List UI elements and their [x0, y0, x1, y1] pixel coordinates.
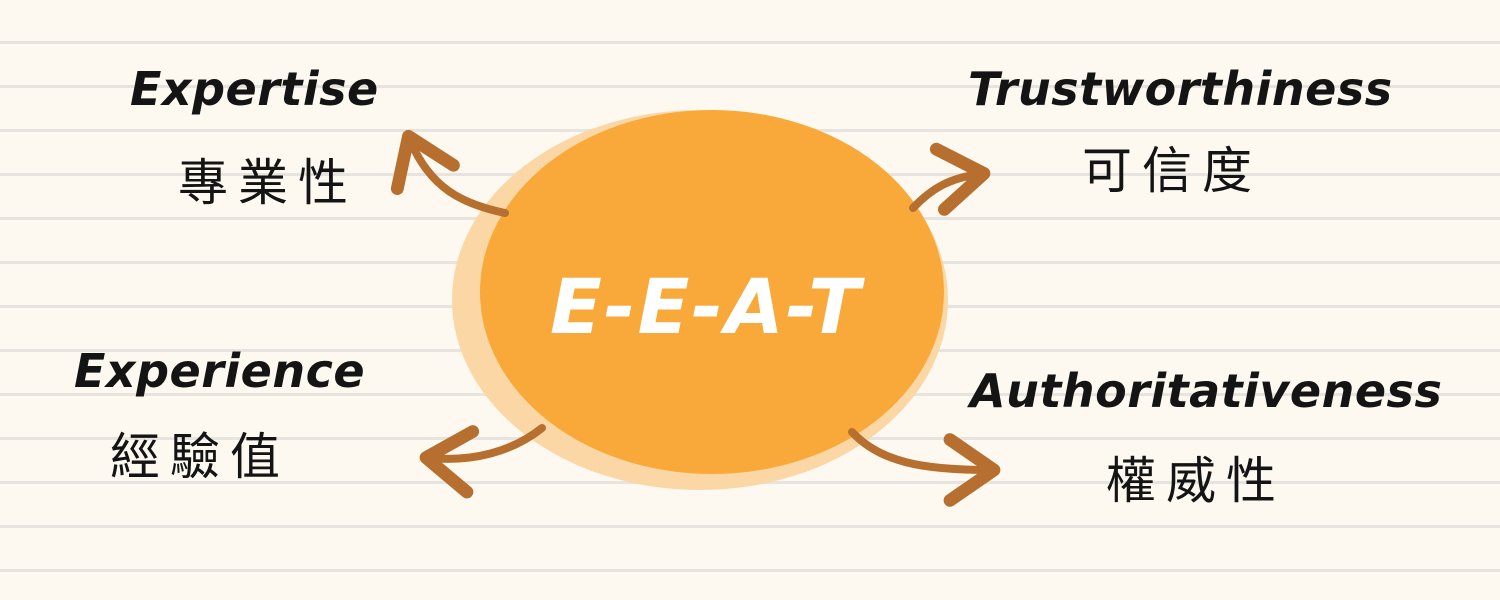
arrow-experience — [419, 424, 546, 499]
arrow-trustworthiness — [909, 142, 991, 216]
expertise-chinese-label: 專業性 — [178, 154, 358, 212]
arrow-authoritativeness — [848, 428, 1001, 507]
authoritativeness-label: Authoritativeness — [970, 364, 1443, 418]
expertise-label: Expertise — [130, 62, 379, 116]
center-label: E-E-A-T — [550, 262, 865, 351]
center-circle — [480, 110, 944, 474]
experience-chinese-label: 經驗值 — [110, 428, 290, 486]
experience-label: Experience — [74, 344, 366, 398]
arrow-expertise — [390, 129, 509, 217]
trustworthiness-label: Trustworthiness — [968, 62, 1393, 116]
trustworthiness-chinese-label: 可信度 — [1082, 142, 1262, 200]
authoritativeness-chinese-label: 權威性 — [1106, 452, 1286, 510]
